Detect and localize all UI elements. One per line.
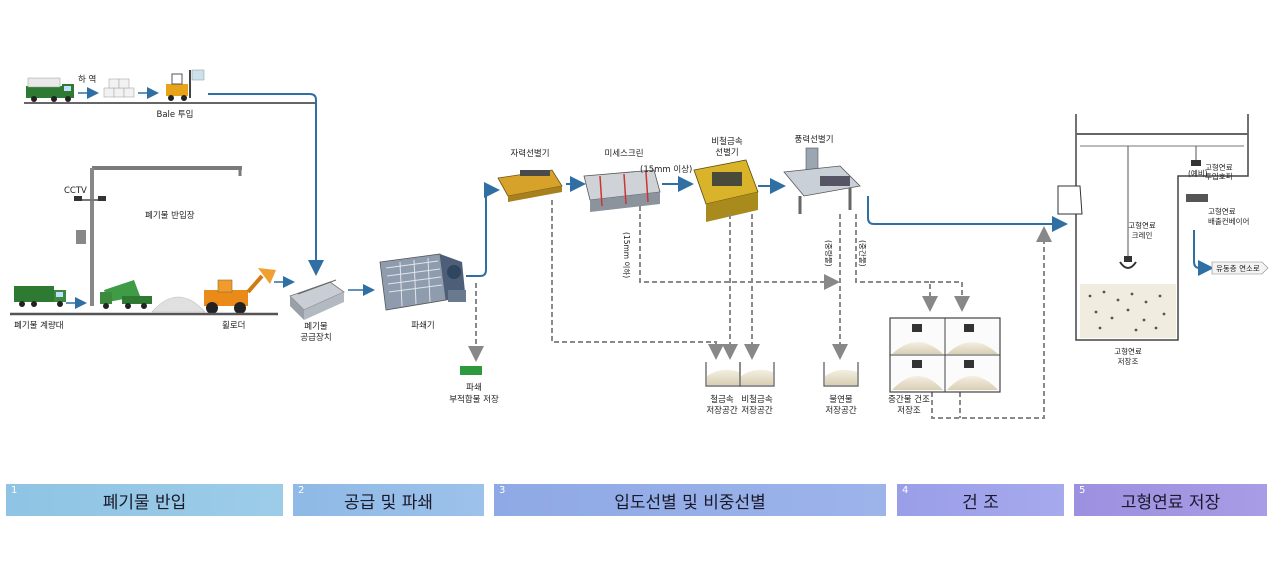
stage-2-bar: 2 공급 및 파쇄 xyxy=(293,484,484,516)
hopper-spare-label: (예비) xyxy=(1188,168,1208,178)
ferrous-storage-bin xyxy=(705,362,741,387)
conveyor-label-2: 배출컨베이어 xyxy=(1208,216,1249,226)
furnace-label: 유동층 연소로 xyxy=(1216,264,1260,273)
reject-bin-icon xyxy=(460,366,482,375)
noncombustible-label-1: 불연물 xyxy=(829,394,853,405)
feeder-icon xyxy=(289,279,345,320)
cctv-gantry xyxy=(76,166,242,306)
feeder-label-1: 폐기물 xyxy=(304,321,328,332)
stage-number: 1 xyxy=(11,485,18,496)
shred-reject-label-2: 부적합물 저장 xyxy=(449,394,499,405)
stage-3-bar: 3 입도선별 및 비중선별 xyxy=(494,484,886,516)
stage-label: 건 조 xyxy=(962,492,999,513)
crane-label-1: 고형연료 xyxy=(1128,221,1156,230)
shredder-label: 파쇄기 xyxy=(411,321,434,331)
dryer-label-1: 중간물 건조 xyxy=(888,394,930,405)
stage-1-bar: 1 폐기물 반입 xyxy=(6,484,283,516)
stage-5-bar: 5 고형연료 저장 xyxy=(1074,484,1267,516)
crane-grab-icon xyxy=(1119,256,1137,269)
eddy-current-separator-icon xyxy=(693,159,759,222)
silo-label-1: 고형연료 xyxy=(1114,347,1142,356)
forklift-icon xyxy=(166,69,205,101)
shredder-icon xyxy=(379,253,466,311)
weighbridge-label: 폐기물 계량대 xyxy=(14,320,64,331)
cctv-label: CCTV xyxy=(64,186,87,196)
ferrous-label-2: 저장공간 xyxy=(706,405,737,416)
stage-number: 5 xyxy=(1079,485,1086,496)
dryer-label-2: 저장조 xyxy=(897,405,921,416)
medium-fraction-label: (중간물) xyxy=(858,240,868,267)
nonferrous-storage-bin xyxy=(739,362,775,387)
air-classifier-label: 풍력선별기 xyxy=(794,134,833,145)
waste-pile-icon xyxy=(151,296,206,313)
air-classifier-icon xyxy=(783,147,861,214)
hopper-label-1: 고형연료 xyxy=(1205,163,1233,172)
stage-label: 공급 및 파쇄 xyxy=(343,492,433,513)
haul-label: 하 역 xyxy=(78,74,96,85)
feeder-label-2: 공급장치 xyxy=(300,332,331,343)
tipping-truck-icon xyxy=(100,280,152,309)
stage-4-bar: 4 건 조 xyxy=(897,484,1064,516)
stage-number: 3 xyxy=(499,485,506,496)
nonferrous-label-1: 비철금속 xyxy=(741,394,772,405)
crane-label-2: 크레인 xyxy=(1132,230,1153,240)
noncombustible-label-2: 저장공간 xyxy=(825,405,856,416)
wheel-loader-label: 휠로더 xyxy=(222,320,245,331)
process-flow-diagram: 하 역 Bale 투입 CCTV 폐기물 반입장 폐기물 계량대 xyxy=(10,69,1269,419)
under-15mm-label: (15mm 이하) xyxy=(622,232,632,278)
eddy-label-1: 비철금속 xyxy=(711,136,742,147)
hopper-label-2: 투입호퍼 xyxy=(1205,172,1233,181)
cctv-camera-icon xyxy=(74,196,106,201)
silo-label-2: 저장조 xyxy=(1118,356,1139,366)
over-15mm-label: (15mm 이상) xyxy=(640,164,692,175)
stage-label: 고형연료 저장 xyxy=(1120,492,1221,513)
drying-storage-tank xyxy=(889,317,1001,393)
main-flow-line xyxy=(208,93,1214,277)
conveyor-inlet-icon xyxy=(1057,185,1083,215)
eddy-label-2: 선별기 xyxy=(715,147,738,158)
feed-hopper-icon xyxy=(1186,146,1208,202)
shred-reject-label-1: 파쇄 xyxy=(466,383,482,393)
wheel-loader-icon xyxy=(204,268,276,314)
rdf-storage-silo xyxy=(1075,114,1249,341)
magnetic-separator-icon xyxy=(497,169,563,202)
delivery-truck-icon xyxy=(26,77,74,102)
noncombustible-storage-bin xyxy=(823,362,859,387)
fine-screen-icon xyxy=(583,169,661,212)
heavy-fraction-label: (중량물) xyxy=(824,240,833,267)
furnace-tag: 유동층 연소로 xyxy=(1211,261,1269,275)
bale-input-label: Bale 투입 xyxy=(157,110,194,120)
stage-number: 4 xyxy=(902,485,909,496)
bale-stack-icon xyxy=(103,78,135,98)
conveyor-label-1: 고형연료 xyxy=(1208,207,1236,216)
stage-label: 입도선별 및 비중선별 xyxy=(614,492,766,513)
dump-truck-icon xyxy=(14,286,66,307)
magnetic-label: 자력선별기 xyxy=(510,148,549,159)
stage-number: 2 xyxy=(298,485,305,496)
stage-label: 폐기물 반입 xyxy=(102,492,187,513)
by-product-flow-line xyxy=(551,200,1052,419)
ferrous-label-1: 철금속 xyxy=(710,394,734,405)
waste-yard-label: 폐기물 반입장 xyxy=(145,210,195,221)
nonferrous-label-2: 저장공간 xyxy=(741,405,772,416)
fine-screen-label: 미세스크린 xyxy=(604,148,643,159)
